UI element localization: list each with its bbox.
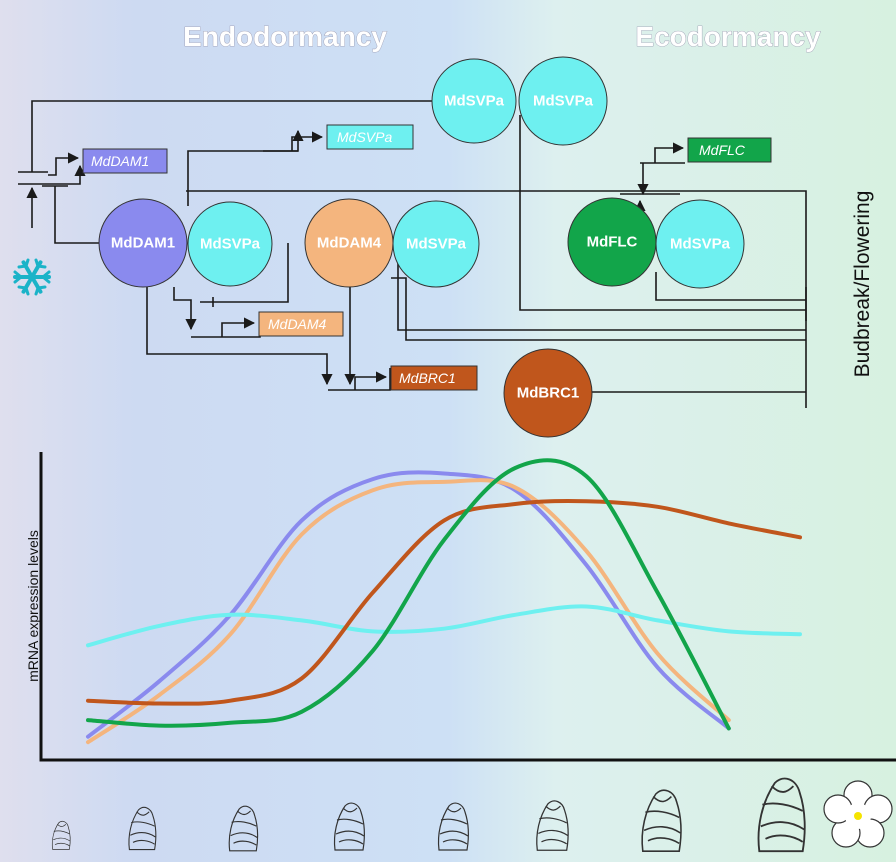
bud-stage-icon (536, 800, 569, 851)
svg-text:MdBRC1: MdBRC1 (517, 385, 580, 402)
series-line-3 (86, 604, 802, 648)
svg-text:MdSVPa: MdSVPa (444, 93, 505, 110)
protein-nodes: MdSVPa MdSVPa MdDAM1 MdSVPa MdDAM4 MdSVP… (98, 56, 745, 438)
gene-box-mddam1: MdDAM1 (48, 148, 168, 176)
gene-label-mdsvpa: MdSVPa (337, 129, 392, 145)
regulatory-connectors (18, 100, 807, 408)
ecodormancy-label: Ecodormancy (635, 21, 821, 52)
gene-box-mddam4: MdDAM4 (221, 311, 344, 337)
svg-text:MdFLC: MdFLC (587, 234, 638, 251)
gene-boxes: MdDAM1 MdSVPa MdDAM4 MdBRC1 MdFLC (48, 124, 772, 391)
bud-stage-icon (437, 802, 469, 851)
bud-stage-icon (51, 820, 71, 850)
protein-mdsvpa-with-dam4: MdSVPa (392, 200, 480, 288)
gene-label-mddam4: MdDAM4 (268, 316, 327, 332)
expression-chart: mRNA expression levels (25, 452, 896, 762)
gene-label-mddam1: MdDAM1 (91, 153, 149, 169)
bud-stage-icon (757, 777, 806, 853)
bud-stage-icon (128, 806, 157, 851)
protein-mdsvpa-with-flc: MdSVPa (655, 199, 745, 289)
svg-text:MdDAM4: MdDAM4 (317, 235, 382, 252)
gene-box-mdsvpa: MdSVPa (291, 124, 414, 151)
protein-mddam4: MdDAM4 (304, 198, 394, 288)
flower-icon (823, 780, 893, 848)
chart-axes (39, 452, 896, 762)
series-layer (86, 458, 802, 745)
gene-box-mdbrc1: MdBRC1 (354, 365, 478, 391)
endodormancy-label: Endodormancy (183, 21, 387, 52)
protein-mddam1: MdDAM1 (98, 198, 188, 288)
svg-text:MdSVPa: MdSVPa (406, 236, 467, 253)
series-line-1 (86, 470, 731, 739)
protein-mdsvpa-dimer-left: MdSVPa (431, 58, 517, 144)
bud-stage-icon (228, 805, 259, 852)
gene-label-mdflc: MdFLC (699, 142, 746, 158)
svg-text:MdSVPa: MdSVPa (200, 236, 261, 253)
bud-stage-icon (641, 789, 682, 852)
y-axis-label: mRNA expression levels (25, 530, 41, 682)
series-line-2 (86, 478, 731, 745)
series-line-4 (86, 499, 802, 706)
protein-mdsvpa-with-dam1: MdSVPa (187, 201, 273, 287)
protein-mdflc: MdFLC (567, 197, 657, 287)
gene-box-mdflc: MdFLC (654, 137, 772, 163)
bud-stage-icon (333, 802, 365, 851)
protein-mdbrc1: MdBRC1 (503, 348, 593, 438)
bud-stage-icons (51, 777, 893, 853)
svg-text:MdSVPa: MdSVPa (533, 93, 594, 110)
snowflake-icon (13, 258, 51, 296)
budbreak-flowering-label: Budbreak/Flowering (851, 191, 874, 378)
series-line-5 (86, 458, 731, 731)
svg-text:MdSVPa: MdSVPa (670, 236, 731, 253)
protein-mdsvpa-dimer-right: MdSVPa (518, 56, 608, 146)
gene-label-mdbrc1: MdBRC1 (399, 370, 456, 386)
svg-text:MdDAM1: MdDAM1 (111, 235, 175, 252)
